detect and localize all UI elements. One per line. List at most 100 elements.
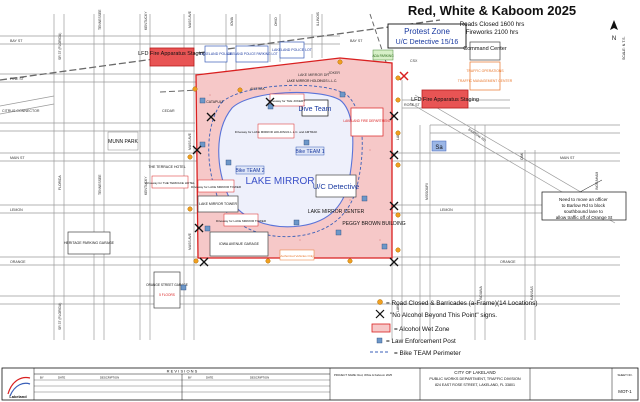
title-block: R E V I S I O N S BY DATE DESCRIPTION BY… bbox=[1, 367, 639, 401]
legend-zone-swatch bbox=[371, 323, 391, 333]
command-center-label: Command Center bbox=[463, 46, 507, 52]
col-desc-2: DESCRIPTION bbox=[250, 376, 269, 380]
post-marker bbox=[180, 284, 187, 291]
legend-closure-text: = Road Closed & Barricades (a-Frame)(14 … bbox=[386, 300, 538, 307]
street-citrus: CITRUS CONNECTOR bbox=[2, 109, 40, 113]
legend-x-swatch bbox=[375, 309, 385, 319]
street-iowa: IOWA bbox=[230, 16, 234, 26]
bike-team-1-label: Bike TEAM 1 bbox=[295, 149, 324, 155]
post-marker bbox=[204, 225, 211, 232]
dive-team-box bbox=[301, 99, 329, 117]
col-date-1: DATE bbox=[58, 376, 65, 380]
lakeland-fire-block bbox=[350, 107, 384, 137]
officer-note-line-3: southbound lane to bbox=[564, 209, 604, 214]
lake-mirror-center-label: LAKE MIRROR CENTER bbox=[308, 209, 365, 215]
orange-st-garage-label: ORANGE STREET GARAGE bbox=[146, 283, 188, 287]
closure-marker bbox=[395, 75, 401, 81]
lakeland-logo-icon: Lakeland bbox=[7, 376, 31, 399]
police-box-2 bbox=[235, 45, 269, 63]
street-ohio: OHIO bbox=[274, 17, 278, 26]
city-label: CITY OF LAKELAND bbox=[454, 370, 495, 375]
officer-note-text: Need to move an officer to Barlow Rd to … bbox=[556, 197, 613, 220]
road-closures bbox=[187, 59, 401, 264]
closure-marker bbox=[395, 97, 401, 103]
closure-marker bbox=[187, 154, 193, 160]
street-lemon-2: LEMON bbox=[440, 208, 453, 212]
officer-note-leader bbox=[579, 179, 603, 193]
street-mass-ave-2: MASS AVE bbox=[188, 132, 192, 150]
sign-x bbox=[389, 150, 399, 160]
street-kansas: KANSAS bbox=[530, 286, 534, 300]
post-marker bbox=[199, 141, 206, 148]
traffic-mgmt-label: TRAFFIC MANAGEMENT CENTER bbox=[458, 79, 513, 83]
street-indiana: INDIANA bbox=[479, 286, 483, 300]
scale-label: SCALE: N.T.S. bbox=[622, 36, 626, 60]
street-oak: OAK bbox=[520, 152, 524, 160]
bike-team-1-box bbox=[295, 146, 325, 156]
street-lake-2: LAKE bbox=[396, 303, 400, 312]
legend-x-text: "No Alcohol Beyond This Point" signs. bbox=[390, 312, 497, 319]
bike-team-2-box bbox=[235, 165, 265, 175]
peggy-brown-label: PEGGY BROWN BUILDING bbox=[342, 221, 405, 227]
closure-marker bbox=[395, 212, 401, 218]
lakeland-fire-label: LAKELAND FIRE DEPARTMENT bbox=[343, 119, 390, 123]
sign-x bbox=[192, 145, 202, 155]
post-marker bbox=[339, 91, 346, 98]
traffic-ops-block bbox=[469, 61, 501, 91]
street-tennessee: TENNESSEE bbox=[98, 9, 102, 30]
closure-marker bbox=[395, 247, 401, 253]
lfd-staging-label-1: LFD Fire Apparatus Staging bbox=[138, 51, 206, 57]
street-ingraham: INGRAHAM bbox=[595, 172, 599, 190]
post-marker bbox=[293, 219, 300, 226]
col-by-1: BY bbox=[40, 376, 44, 380]
street-sr37: SR 37 (FLORIDA) bbox=[58, 33, 62, 60]
lake-mirror bbox=[218, 91, 354, 228]
post-marker bbox=[303, 139, 310, 146]
command-center-block bbox=[469, 41, 501, 61]
driveway-label-4: Driveway for LAKE MIRROR TOWER bbox=[191, 185, 242, 189]
street-kentucky: KENTUCKY bbox=[144, 11, 148, 30]
legend-zone-text: = Alcohol Wet Zone bbox=[394, 326, 450, 333]
north-arrow: N bbox=[610, 20, 618, 42]
munn-park-label: MUNN PARK bbox=[108, 139, 138, 145]
uc-detective-label: U/C Detective bbox=[313, 182, 359, 191]
protest-zone-label: Protest Zone bbox=[404, 27, 450, 36]
closure-marker bbox=[237, 87, 243, 93]
street-mass-ave-3: MASS AVE bbox=[188, 232, 192, 250]
closure-marker bbox=[187, 206, 193, 212]
lfd-staging-box-2 bbox=[421, 89, 469, 109]
dept-label: PUBLIC WORKS DEPARTMENT, TRAFFIC DIVISIO… bbox=[429, 377, 521, 381]
sign-x bbox=[389, 257, 399, 267]
legend-post-swatch bbox=[376, 337, 383, 344]
street-main-st-2: MAIN ST bbox=[560, 156, 575, 160]
street-mass-ave: MASS AVE bbox=[188, 10, 192, 28]
police-label-2: LAKELAND POLICE PARKING LOT bbox=[226, 52, 277, 56]
authorized-label: Authorized Vehicles Only bbox=[280, 254, 314, 258]
lake-mirror-tower-block bbox=[197, 195, 239, 213]
closure-marker bbox=[395, 162, 401, 168]
ada-parking-label: ADA PARKING bbox=[372, 54, 394, 58]
post-marker bbox=[381, 243, 388, 250]
post-marker bbox=[199, 97, 206, 104]
lake-mirror-tower-label: LAKE MIRROR TOWER bbox=[199, 202, 237, 206]
heritage-garage-block bbox=[67, 231, 111, 255]
protest-zone-box bbox=[387, 23, 467, 49]
lake-mirror-holdings-label: LAKE MIRROR HOLDINGS L.L.C. bbox=[287, 79, 338, 83]
project-label: PROJECT NAME: Red, White & Kaboom 2025 bbox=[334, 373, 393, 377]
closure-marker bbox=[347, 258, 353, 264]
officer-note-line-1: Need to move an officer bbox=[559, 197, 608, 202]
street-florida: FLORIDA bbox=[58, 175, 62, 190]
officer-note-box bbox=[541, 191, 627, 221]
col-desc-1: DESCRIPTION bbox=[100, 376, 119, 380]
post-marker bbox=[267, 103, 274, 110]
sign-x bbox=[265, 97, 275, 107]
street-orange-2: ORANGE bbox=[500, 260, 516, 264]
closure-marker bbox=[337, 59, 343, 65]
col-by-2: BY bbox=[188, 376, 192, 380]
driveway-label-5: Driveway for THE TERRACE HOTEL bbox=[145, 181, 195, 185]
sheet-no-label: SHEET NO. bbox=[617, 373, 632, 377]
bike-team-perimeter bbox=[208, 84, 363, 238]
no-alcohol-signs bbox=[192, 97, 399, 267]
post-marker bbox=[335, 229, 342, 236]
